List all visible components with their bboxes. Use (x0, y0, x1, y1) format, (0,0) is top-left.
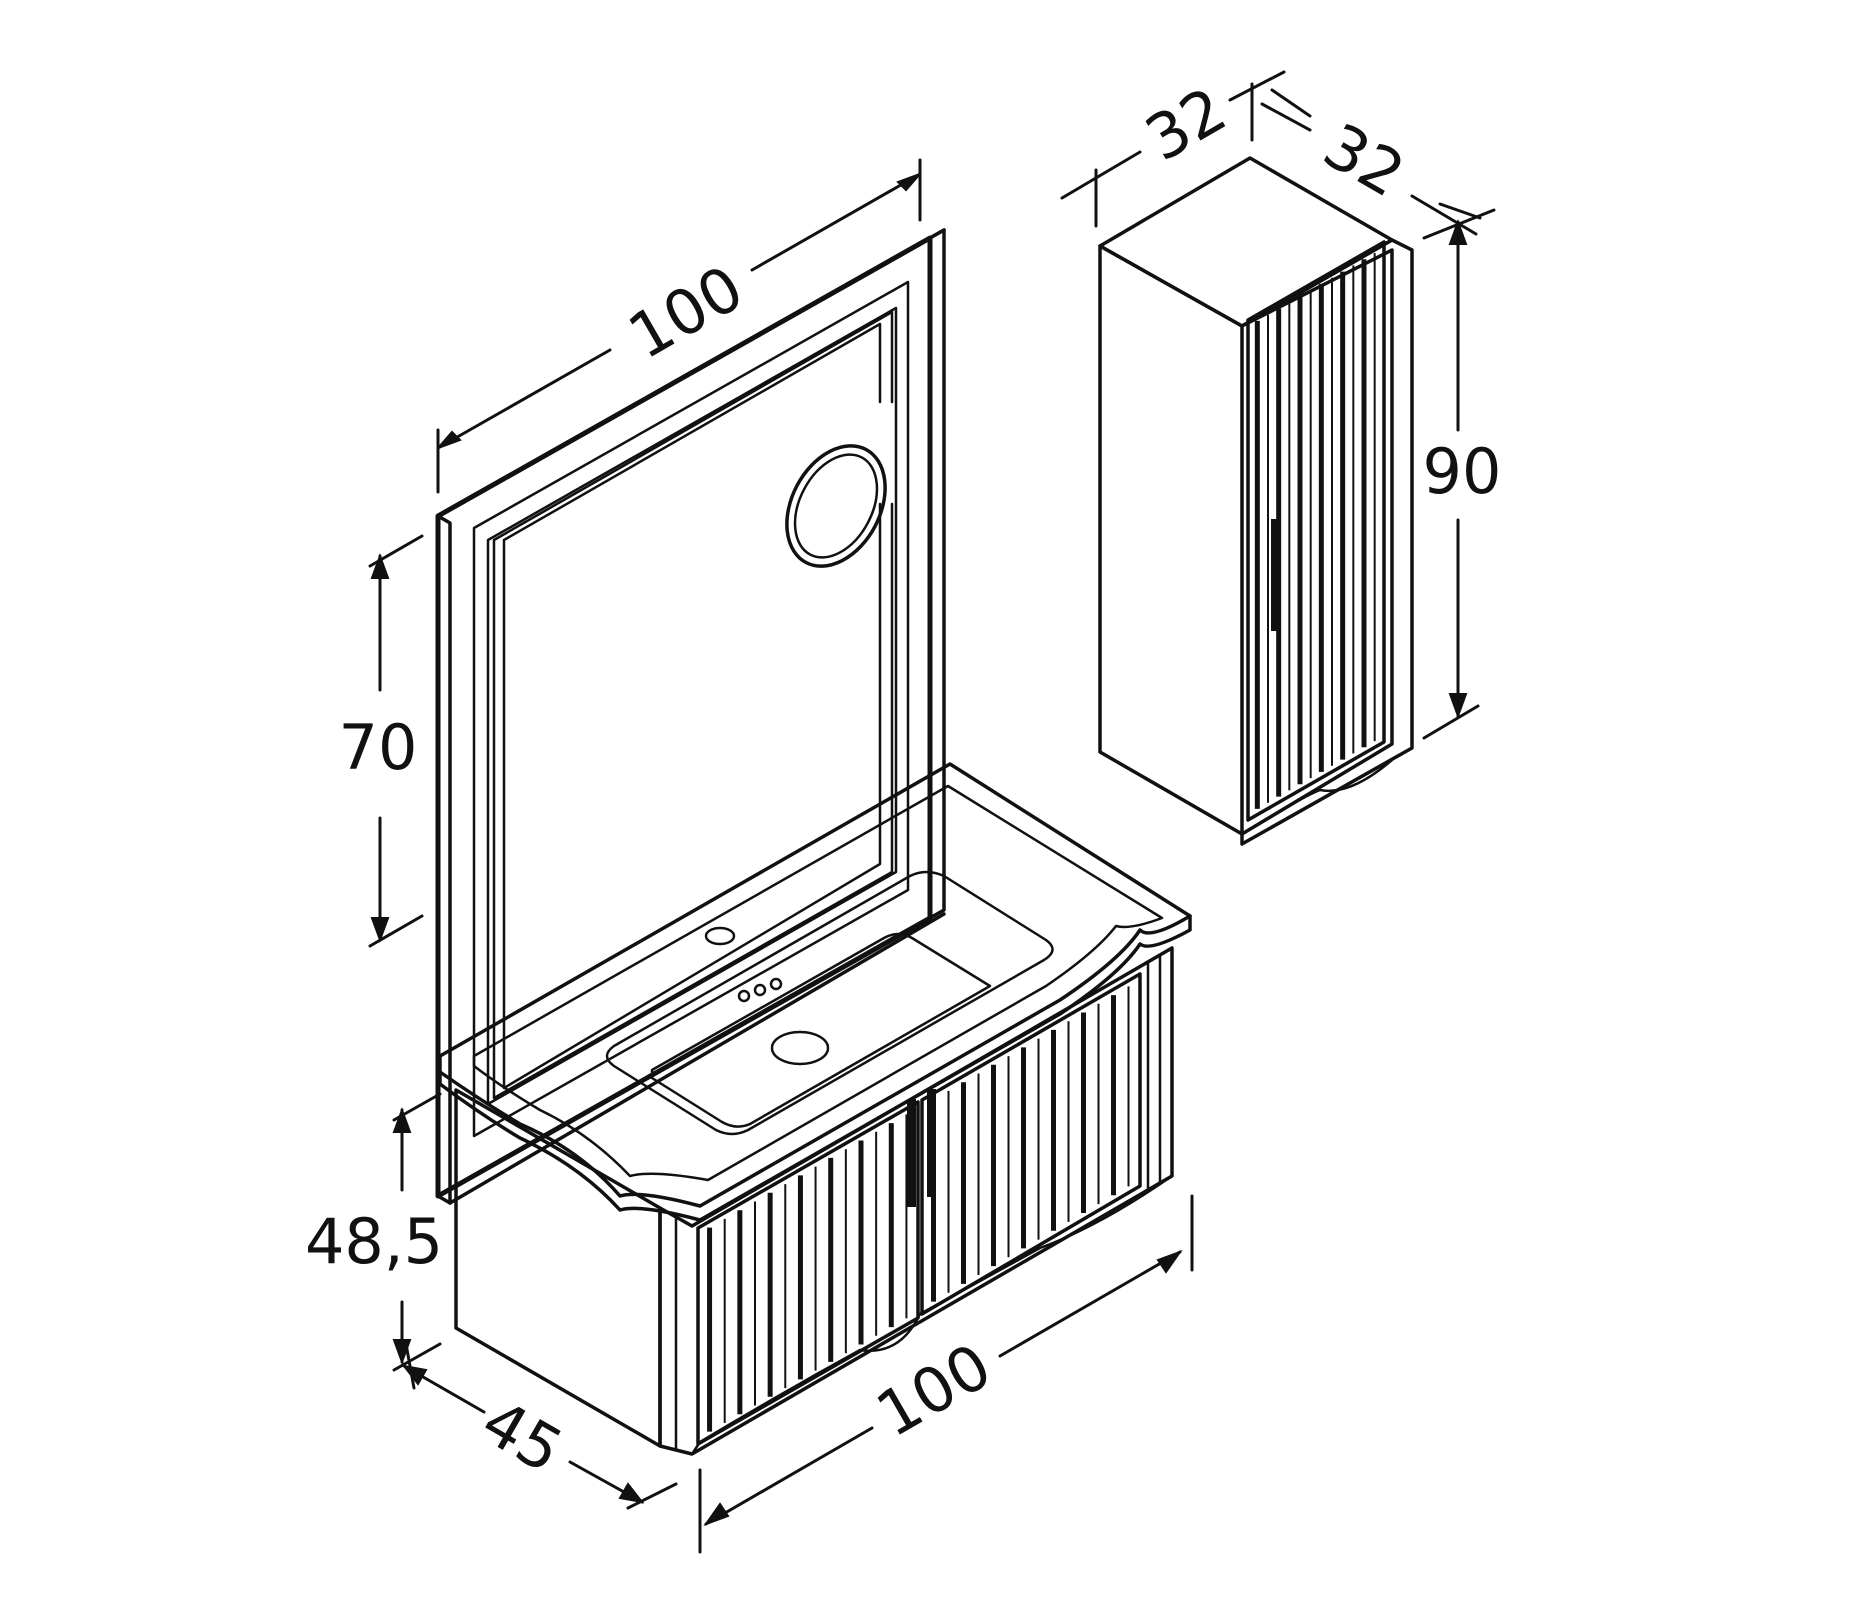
column-side (1098, 244, 1244, 836)
dimension-mirror-width: 100 (436, 158, 922, 494)
basin-inner (650, 932, 992, 1128)
dimension-column-height: 90 (1422, 208, 1502, 740)
vanity-countertop-top (438, 762, 1192, 1208)
column-door-handle (1271, 519, 1281, 631)
magnifier-ring-outer (785, 444, 887, 568)
mirror (435, 228, 946, 1205)
label-vanity-height: 48,5 (305, 1205, 443, 1278)
column-base-curve (1240, 758, 1394, 836)
label-vanity-depth: 45 (470, 1385, 575, 1488)
label-column-height: 90 (1423, 435, 1502, 508)
label-column-depth: 32 (1312, 109, 1417, 212)
vanity-door-fluting (707, 986, 1130, 1432)
dimension-column-depth: 32 (1260, 88, 1482, 236)
magnifier-ring-inner (793, 453, 879, 559)
label-column-width: 32 (1133, 73, 1238, 176)
mirror-molding-2 (486, 306, 898, 1106)
column-cabinet (1098, 156, 1414, 846)
vanity-countertop-rim (472, 784, 1164, 1182)
basin-tap-hole (704, 926, 736, 946)
label-mirror-width: 100 (616, 251, 755, 373)
column-door (1246, 240, 1386, 822)
vanity-countertop-front (438, 914, 1192, 1222)
dimension-vanity-height: 48,5 (305, 1092, 443, 1372)
dimension-vanity-depth: 45 (401, 1342, 678, 1510)
dimension-vanity-width: 100 (698, 1194, 1194, 1554)
vanity-base-curve (690, 1174, 1174, 1456)
vanity-door-right (920, 972, 1142, 1316)
basin-overflow-2 (753, 983, 767, 997)
mirror-molding-1 (472, 280, 910, 1138)
basin-drain (770, 1030, 830, 1066)
basin-outer (605, 870, 1054, 1136)
vanity-handle-left (907, 1099, 916, 1207)
dimension-mirror-height: 70 (339, 534, 424, 948)
basin-overflow-3 (769, 977, 783, 991)
basin-overflow-1 (737, 989, 751, 1003)
vanity (438, 762, 1192, 1456)
vanity-handle-right (927, 1089, 936, 1197)
mirror-glass-edge (492, 310, 894, 1100)
column-door-fluting (1254, 253, 1376, 809)
label-mirror-height: 70 (339, 711, 418, 784)
